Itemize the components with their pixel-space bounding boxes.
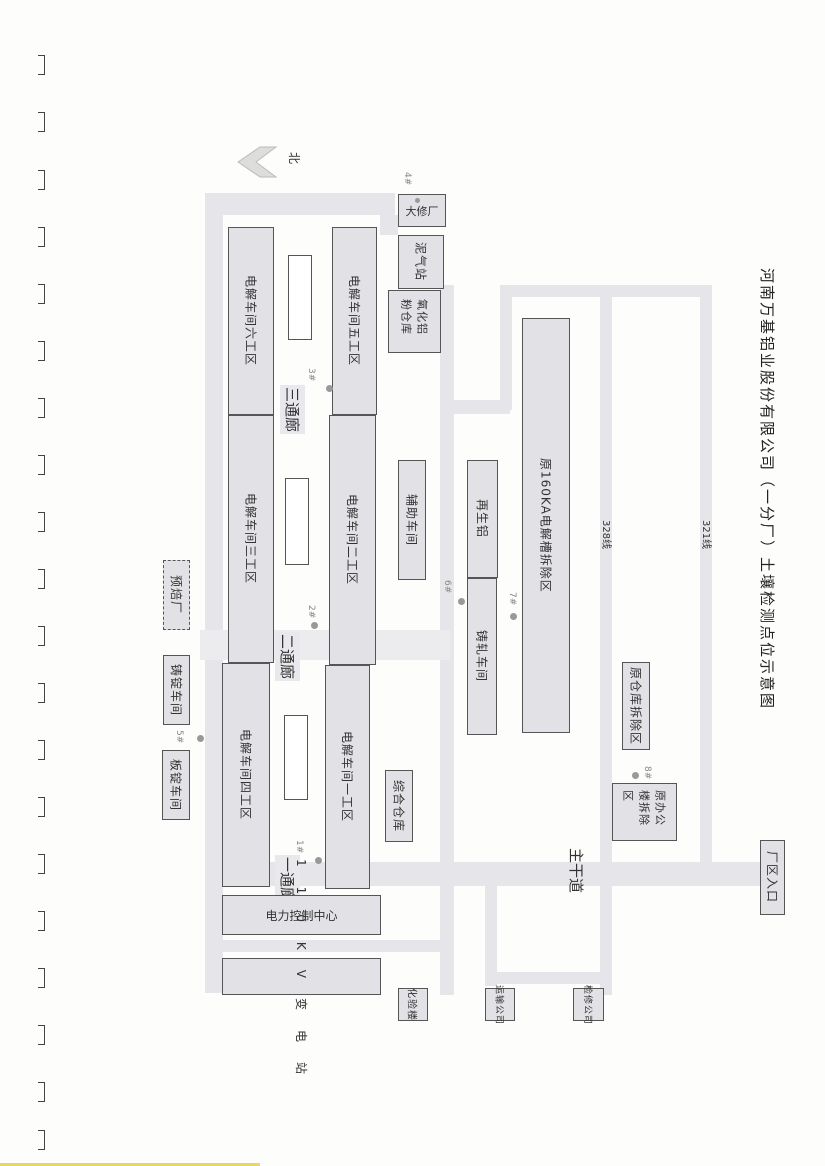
binder-hole [38,1082,45,1102]
road-west [205,193,223,993]
transport-company: 运输公司 [485,985,515,1025]
sampling-point-2 [311,622,318,629]
point-label: 4# [402,172,412,186]
road-south-loop [485,886,497,986]
prebake-plant: 预焙厂 [163,560,190,630]
sampling-point-5 [197,735,204,742]
power-control-center: 电力控制中心 [222,895,381,935]
corridor-inner-box [288,255,312,340]
binder-hole [38,569,45,589]
gas-station: 泥气站 [398,235,444,289]
north-label: 北 [287,152,301,165]
sampling-point-6 [458,598,465,605]
binder-hole [38,854,45,874]
plant-entrance[interactable]: 厂区入口 [760,840,785,915]
binder-hole [38,341,45,361]
point-label: 1# [294,840,304,854]
binder-hole [38,683,45,703]
binder-hole [38,284,45,304]
workshop-5: 电解车间五工区 [332,227,377,415]
recycled-aluminum: 再生铝 [467,460,498,578]
binder-hole [38,740,45,760]
road-321 [700,285,712,885]
road-east-link [500,285,512,410]
road-328 [600,285,612,995]
north-arrow-icon [237,146,278,178]
point-label: 6# [442,580,452,594]
binder-hole [38,398,45,418]
point-label: 2# [306,605,316,619]
main-road-label: 主干道 [567,848,585,894]
workshop-1: 电解车间一工区 [325,665,370,889]
binder-hole [38,968,45,988]
binder-hole [38,1130,45,1150]
workshop-6: 电解车间六工区 [228,227,274,415]
plate-ingot-workshop: 板锭车间 [162,750,190,820]
binder-hole [38,170,45,190]
point-label: 5# [174,730,184,744]
old-160ka-demolition-area: 原160KA电解槽拆除区 [522,318,570,733]
sampling-point-4 [415,198,420,203]
point-label: 8# [642,766,652,780]
casting-workshop: 铸锭车间 [163,655,190,725]
corridor-inner-box [284,715,308,800]
sampling-point-1 [315,857,322,864]
lab-building: 化验楼 [398,988,428,1021]
sampling-point-3 [326,385,333,392]
corridor-inner-box [285,478,309,565]
point-label: 3# [306,368,316,382]
road-north [205,193,395,215]
general-warehouse: 综合仓库 [385,770,413,842]
cast-rolling-workshop: 铸轧车间 [467,578,497,735]
road-south-loop-bottom [485,972,610,984]
overhaul-plant: 大修厂 [398,194,446,227]
workshop-4: 电解车间四工区 [222,663,270,887]
point-label: 7# [507,592,517,606]
road-link [440,400,510,414]
binder-hole [38,227,45,247]
old-warehouse-demolition: 原仓库拆除区 [622,662,650,750]
maintenance-company: 检修公司 [573,985,604,1025]
road-321-label: 321线 [700,520,711,550]
binder-hole [38,455,45,475]
sampling-point-8 [632,772,639,779]
road-328-label: 328线 [600,520,611,550]
binder-hole [38,626,45,646]
substation-110kv: 110KV变电站 [222,859,381,1094]
binder-hole [38,797,45,817]
auxiliary-workshop: 辅助车间 [398,460,426,580]
binder-hole [38,112,45,132]
workshop-2: 电解车间二工区 [329,415,376,665]
road-south [205,940,445,952]
old-office-demolition: 原办公楼拆除区 [612,783,677,841]
binder-hole [38,1025,45,1045]
sampling-point-7 [510,613,517,620]
map-title: 河南万基铝业股份有限公司（一分厂）土壤检测点位示意图 [758,268,776,711]
scan-edge [0,1163,260,1166]
binder-hole [38,55,45,75]
corridor-3-label: 三通廊 [280,385,305,435]
corridor-2-label: 二通廊 [275,632,300,682]
road-north-link [380,215,398,235]
workshop-3: 电解车间三工区 [228,415,274,663]
binder-hole [38,911,45,931]
alumina-warehouse: 氧化铝粉仓库 [388,290,441,353]
binder-hole [38,512,45,532]
